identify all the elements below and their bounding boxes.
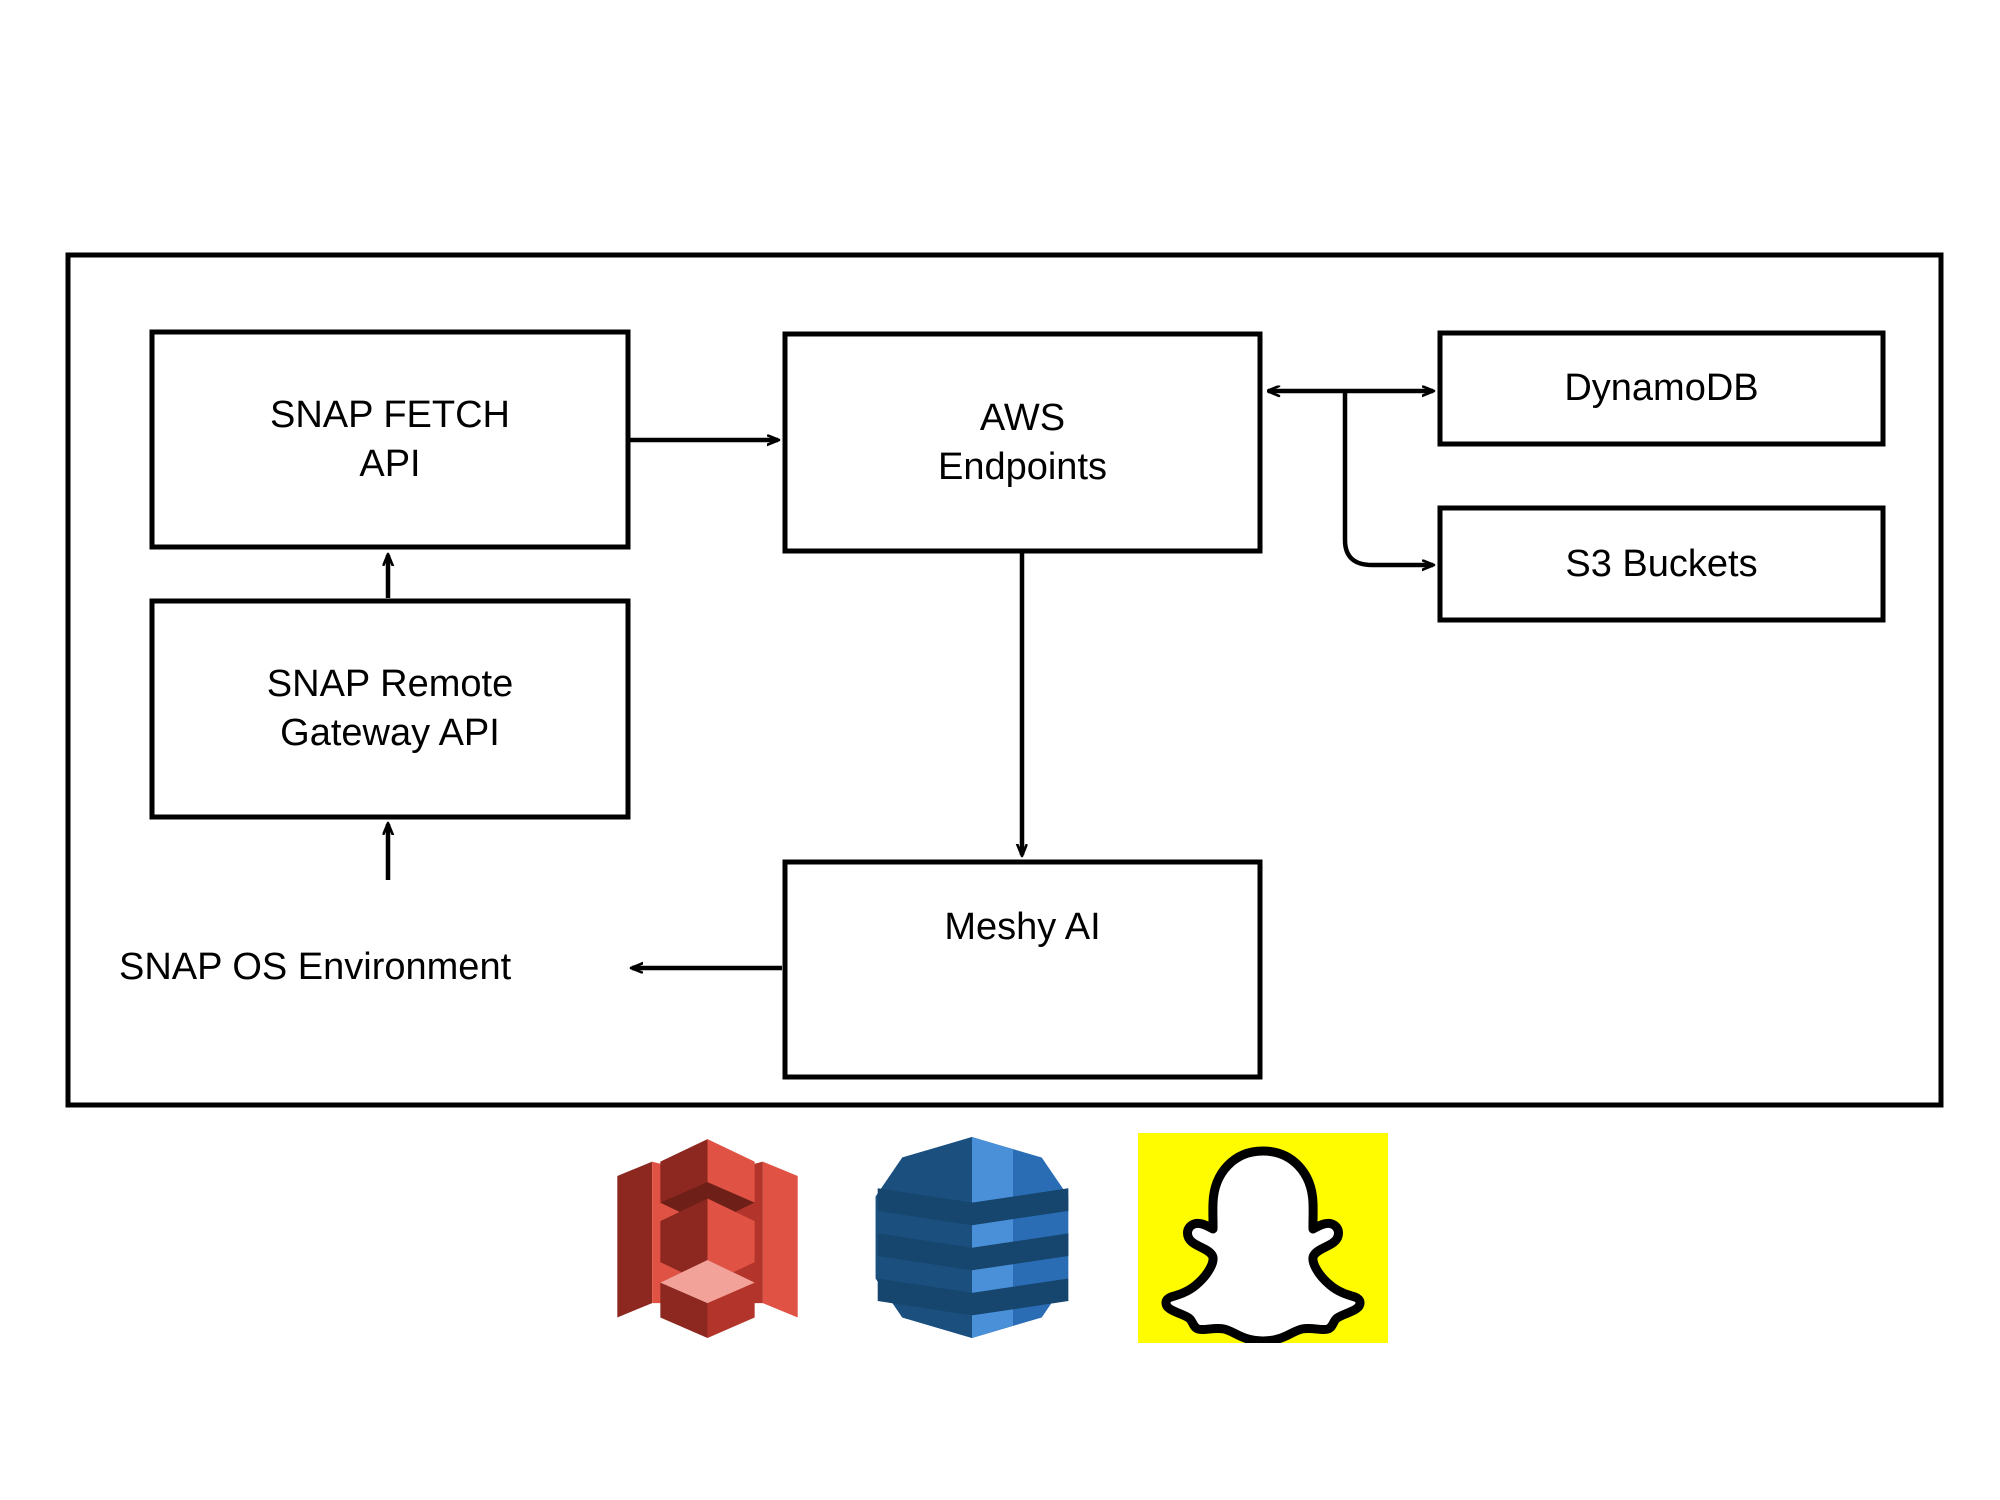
snapchat-icon [1138, 1133, 1388, 1346]
aws-dynamodb-icon [868, 1135, 1076, 1340]
node-box-aws-endpoints[interactable] [782, 331, 1263, 554]
system-boundary [65, 252, 1944, 1108]
connector-aws-to-s3 [1342, 392, 1433, 565]
node-box-dynamodb[interactable] [1437, 330, 1886, 447]
node-box-snap-fetch-api[interactable] [149, 329, 631, 550]
node-label-snap-os-environment: SNAP OS Environment [119, 946, 512, 988]
node-box-meshy-ai[interactable] [782, 859, 1263, 1080]
aws-s3-icon [605, 1135, 810, 1340]
node-box-snap-remote-gateway-api[interactable] [149, 598, 631, 820]
node-box-s3-buckets[interactable] [1437, 505, 1886, 623]
